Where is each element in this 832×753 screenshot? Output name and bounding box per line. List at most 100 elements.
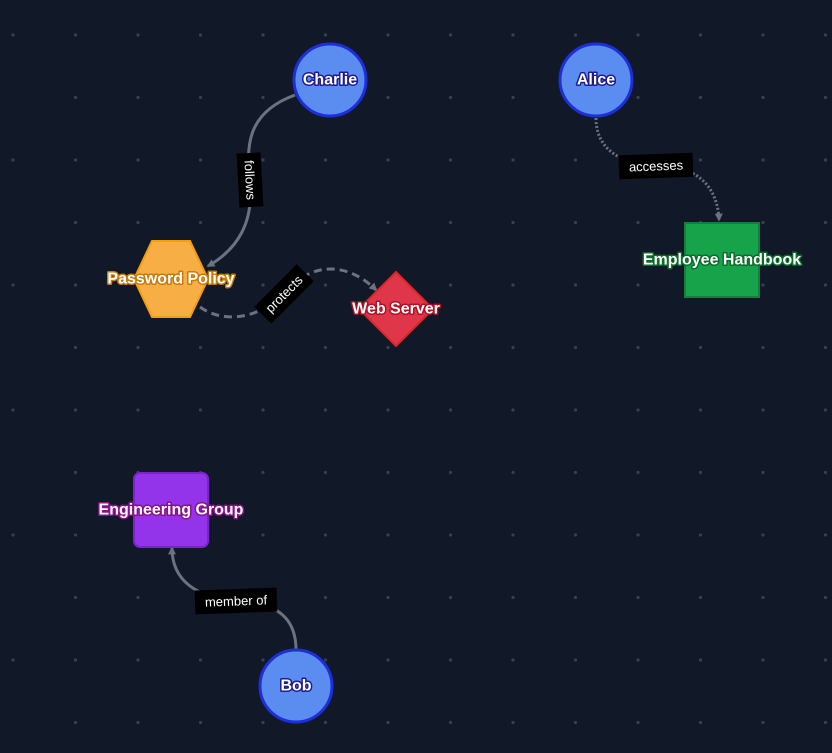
node-shape-square[interactable] (684, 222, 760, 298)
grid-dot (198, 95, 203, 100)
grid-dot (636, 283, 640, 287)
node-shape-circle[interactable] (292, 42, 368, 118)
grid-dot (761, 220, 765, 225)
edge-label-accesses: accesses (618, 152, 694, 180)
grid-dot (136, 720, 140, 725)
grid-dot (761, 95, 765, 100)
grid-dot (261, 33, 265, 37)
grid-dot (636, 595, 640, 600)
node-label: Web Server (352, 301, 440, 318)
node-shape-circle[interactable] (258, 648, 334, 724)
grid-dot (511, 33, 515, 37)
grid-dot (698, 595, 703, 600)
grid-dot (448, 283, 453, 287)
grid-dot (261, 533, 265, 537)
node-password-policy[interactable]: Password Policy (106, 240, 236, 318)
grid-dots (11, 33, 828, 725)
grid-dot (636, 408, 640, 412)
grid-dot (823, 345, 828, 350)
grid-dot (698, 408, 703, 412)
grid-dot (323, 345, 328, 350)
grid-dot (73, 95, 78, 100)
node-shape-circle[interactable] (558, 42, 634, 118)
grid-dot (761, 158, 765, 162)
grid-dot (448, 158, 453, 162)
grid-dot (761, 470, 765, 475)
grid-dot (386, 220, 390, 225)
grid-dot (73, 158, 78, 162)
node-label: Password Policy (107, 271, 234, 288)
grid-dot (73, 220, 78, 225)
grid-dot (261, 283, 265, 287)
edge-member-of[interactable]: member of (168, 546, 298, 651)
grid-dot (73, 720, 78, 725)
node-employee-handbook[interactable]: Employee Handbook (641, 222, 803, 298)
grid-dot (823, 533, 828, 537)
grid-dot (261, 470, 265, 475)
grid-dot (11, 158, 15, 162)
grid-dot (823, 658, 828, 662)
grid-dot (573, 595, 578, 600)
grid-dot (73, 283, 78, 287)
grid-dot (511, 283, 515, 287)
grid-dot (761, 533, 765, 537)
grid-dot (636, 345, 640, 350)
edge-label-text: follows (241, 160, 258, 201)
grid-dot (823, 95, 828, 100)
grid-dot (323, 470, 328, 475)
grid-dot (198, 408, 203, 412)
node-alice[interactable]: Alice (558, 42, 634, 118)
grid-dot (73, 533, 78, 537)
edge-label-text: accesses (629, 158, 684, 175)
node-charlie[interactable]: Charlie (292, 42, 368, 118)
grid-dot (136, 345, 140, 350)
grid-dot (511, 595, 515, 600)
grid-dot (261, 220, 265, 225)
grid-dot (448, 33, 453, 37)
node-shape-rounded-square[interactable] (133, 472, 209, 548)
edge-label-bg (618, 152, 694, 180)
edge-label-protects: protects (254, 264, 314, 324)
edge-label-follows: follows (236, 152, 264, 208)
grid-dot (73, 595, 78, 600)
grid-dot (386, 470, 390, 475)
grid-dot (261, 720, 265, 725)
grid-dot (823, 408, 828, 412)
grid-dot (11, 33, 15, 37)
node-shape-hexagon[interactable] (132, 240, 210, 318)
node-engineering-group[interactable]: Engineering Group (97, 472, 245, 548)
grid-dot (11, 658, 15, 662)
edge-follows[interactable]: follows (206, 93, 296, 268)
grid-dot (698, 95, 703, 100)
grid-dot (511, 95, 515, 100)
grid-dot (573, 533, 578, 537)
grid-dot (136, 95, 140, 100)
node-label: Engineering Group (99, 502, 244, 519)
grid-dot (698, 33, 703, 37)
grid-dot (448, 595, 453, 600)
grid-dot (636, 658, 640, 662)
grid-dot (136, 408, 140, 412)
edge-accesses[interactable]: accesses (594, 117, 723, 222)
grid-dot (261, 158, 265, 162)
grid-dot (636, 533, 640, 537)
grid-dot (323, 533, 328, 537)
grid-dot (386, 408, 390, 412)
grid-dot (386, 720, 390, 725)
node-shape-diamond[interactable] (357, 270, 435, 348)
grid-dot (761, 33, 765, 37)
node-bob[interactable]: Bob (258, 648, 334, 724)
grid-dot (761, 283, 765, 287)
node-web-server[interactable]: Web Server (351, 270, 441, 348)
edge-label-bg (194, 587, 278, 615)
grid-dot (636, 720, 640, 725)
grid-dot (323, 220, 328, 225)
node-label: Bob (280, 678, 311, 695)
grid-dot (448, 408, 453, 412)
grid-dot (11, 283, 15, 287)
grid-dot (573, 220, 578, 225)
grid-dot (386, 33, 390, 37)
grid-dot (73, 470, 78, 475)
